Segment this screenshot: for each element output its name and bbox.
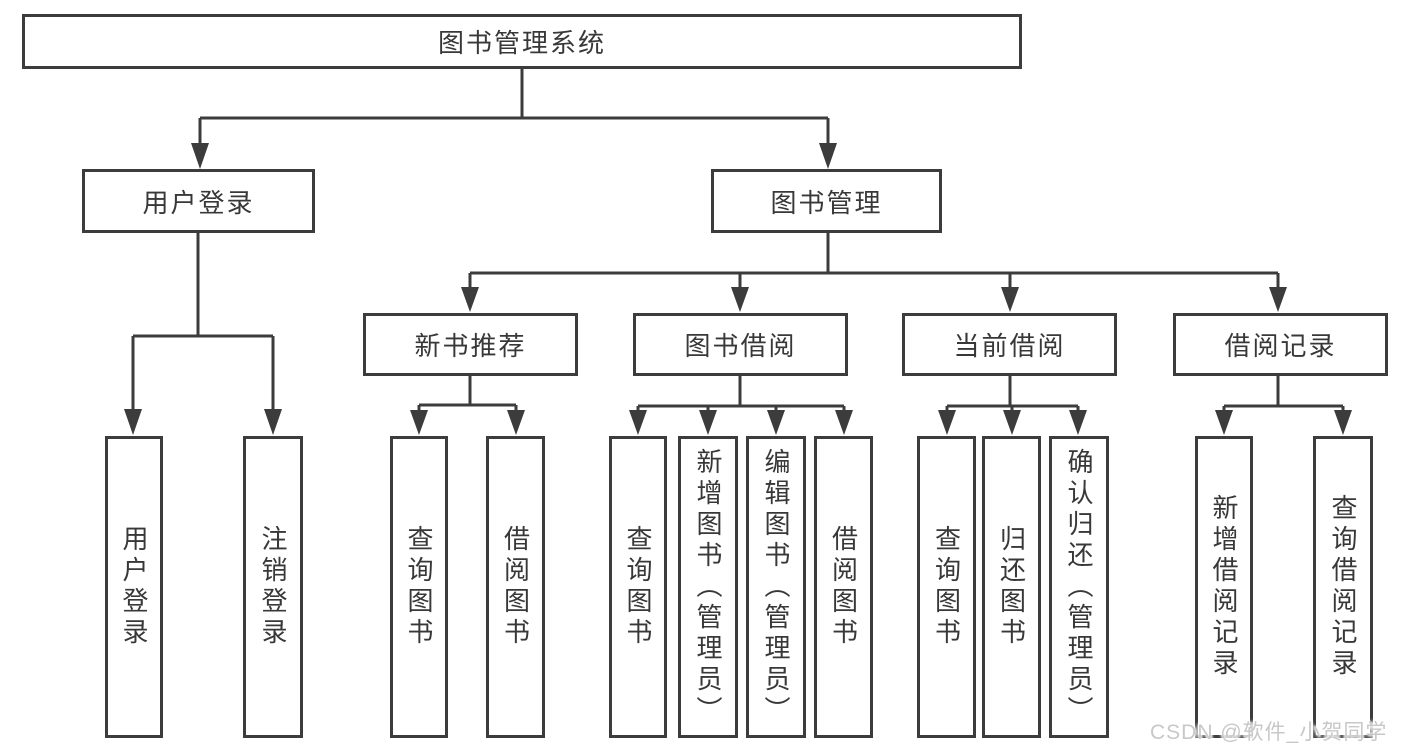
node-add-borrow-record: 新增借阅记录 (1195, 436, 1253, 738)
csdn-watermark: CSDN @软件_小贺同学 (1150, 721, 1388, 744)
node-borrowing-records: 借阅记录 (1173, 313, 1388, 376)
node-book-borrowing-label: 图书借阅 (684, 331, 797, 361)
node-book-borrowing: 图书借阅 (633, 313, 848, 376)
node-query-borrow-record: 查询借阅记录 (1313, 436, 1373, 738)
node-book-management-label: 图书管理 (770, 187, 883, 218)
node-confirm-return-admin: 确认归还（管理员） (1049, 436, 1109, 738)
node-edit-books-admin: 编辑图书（管理员） (746, 436, 806, 738)
node-book-management: 图书管理 (711, 169, 942, 233)
node-borrow-books-2-label: 借阅图书 (828, 525, 859, 649)
node-add-books-admin-label: 新增图书（管理员） (693, 447, 723, 727)
node-query-books-2-label: 查询图书 (623, 525, 653, 649)
node-query-books-1: 查询图书 (390, 436, 448, 738)
node-return-books-label: 归还图书 (996, 525, 1027, 649)
node-add-books-admin: 新增图书（管理员） (678, 436, 738, 738)
node-query-borrow-record-label: 查询借阅记录 (1328, 494, 1358, 680)
node-borrow-books-1-label: 借阅图书 (500, 525, 531, 649)
node-logout-action-label: 注销登录 (258, 525, 288, 649)
node-current-borrowing: 当前借阅 (902, 313, 1117, 376)
node-new-book-recommend: 新书推荐 (363, 313, 578, 376)
node-current-borrowing-label: 当前借阅 (953, 331, 1066, 361)
node-borrow-books-2: 借阅图书 (814, 436, 873, 738)
node-user-login: 用户登录 (82, 169, 315, 233)
node-edit-books-admin-label: 编辑图书（管理员） (761, 447, 791, 727)
node-user-login-action-label: 用户登录 (119, 525, 149, 649)
node-confirm-return-admin-label: 确认归还（管理员） (1064, 447, 1094, 727)
node-new-book-recommend-label: 新书推荐 (414, 331, 527, 361)
node-user-login-action: 用户登录 (105, 436, 163, 738)
node-query-books-1-label: 查询图书 (404, 525, 434, 649)
node-query-books-3: 查询图书 (917, 436, 976, 738)
node-query-books-3-label: 查询图书 (931, 525, 962, 649)
node-root-system-label: 图书管理系统 (437, 28, 606, 58)
node-add-borrow-record-label: 新增借阅记录 (1209, 494, 1239, 680)
node-borrowing-records-label: 借阅记录 (1224, 331, 1337, 361)
node-user-login-label: 用户登录 (142, 187, 255, 218)
node-logout-action: 注销登录 (243, 436, 303, 738)
node-borrow-books-1: 借阅图书 (486, 436, 545, 738)
node-query-books-2: 查询图书 (609, 436, 667, 738)
node-root-system: 图书管理系统 (22, 14, 1022, 69)
node-return-books: 归还图书 (982, 436, 1041, 738)
